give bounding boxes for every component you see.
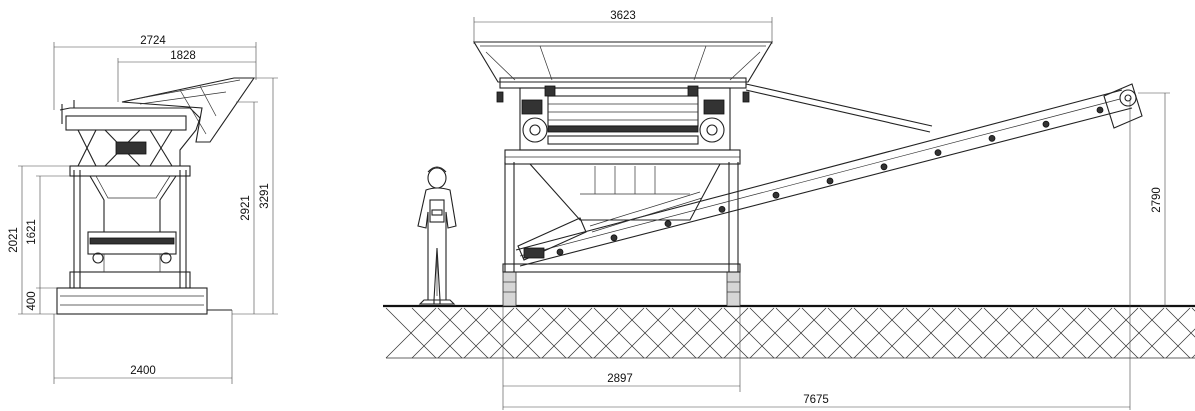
front-screen-deck [121,77,256,143]
idler-roller [1096,106,1104,114]
dim-text-2021: 2021 [8,227,20,253]
idler-roller [664,220,672,228]
idler-roller [1042,120,1050,128]
dim-text-2400: 2400 [130,365,156,377]
idler-roller [988,134,996,142]
idler-roller [826,177,834,185]
side-top-hopper [473,41,773,83]
dim-text-3623: 3623 [610,10,636,22]
side-foot-right [726,271,741,307]
conveyor-idlers [556,106,1104,256]
dim-2790: 2790 [1138,92,1170,307]
dim-2921: 2921 [236,101,258,314]
idler-roller [880,163,888,171]
ground-hatching [385,307,1195,359]
person-figure [417,166,457,305]
idler-roller [718,205,726,213]
dim-2897: 2897 [502,306,741,392]
dim-2400: 2400 [53,310,233,384]
dim-3291: 3291 [232,77,278,315]
side-base-beam [502,263,741,273]
dim-text-2724: 2724 [140,35,166,47]
front-frame-beam [69,165,191,177]
dim-7675: 7675 [502,98,1131,410]
dim-text-2790: 2790 [1151,187,1163,213]
dim-1621: 1621 [26,175,70,289]
dim-text-2897: 2897 [607,373,633,385]
dim-text-7675: 7675 [803,394,829,406]
dim-text-3291: 3291 [259,183,271,209]
dim-text-2921: 2921 [240,195,252,221]
dim-text-400: 400 [26,291,38,310]
dim-text-1621: 1621 [26,219,38,245]
dim-1828: 1828 [117,50,256,102]
side-view: 3623 2897 7675 2790 [473,10,1170,410]
idler-roller [556,248,564,256]
side-support-strut [745,83,933,127]
front-view: 2724 1828 2400 3291 2921 [8,35,278,384]
idler-roller [772,191,780,199]
dim-2724: 2724 [53,35,257,110]
conveyor-head-pulley [1119,89,1137,107]
dim-3623: 3623 [473,10,773,44]
ground [383,304,1195,359]
idler-roller [610,234,618,242]
side-foot-left [502,271,517,307]
front-base-platform [56,287,208,315]
dim-text-1828: 1828 [170,50,196,62]
side-conveyor [515,83,1143,267]
dim-2021: 2021 [8,165,70,315]
side-upper-frame [499,77,747,89]
idler-roller [934,149,942,157]
dim-400: 400 [26,288,41,314]
